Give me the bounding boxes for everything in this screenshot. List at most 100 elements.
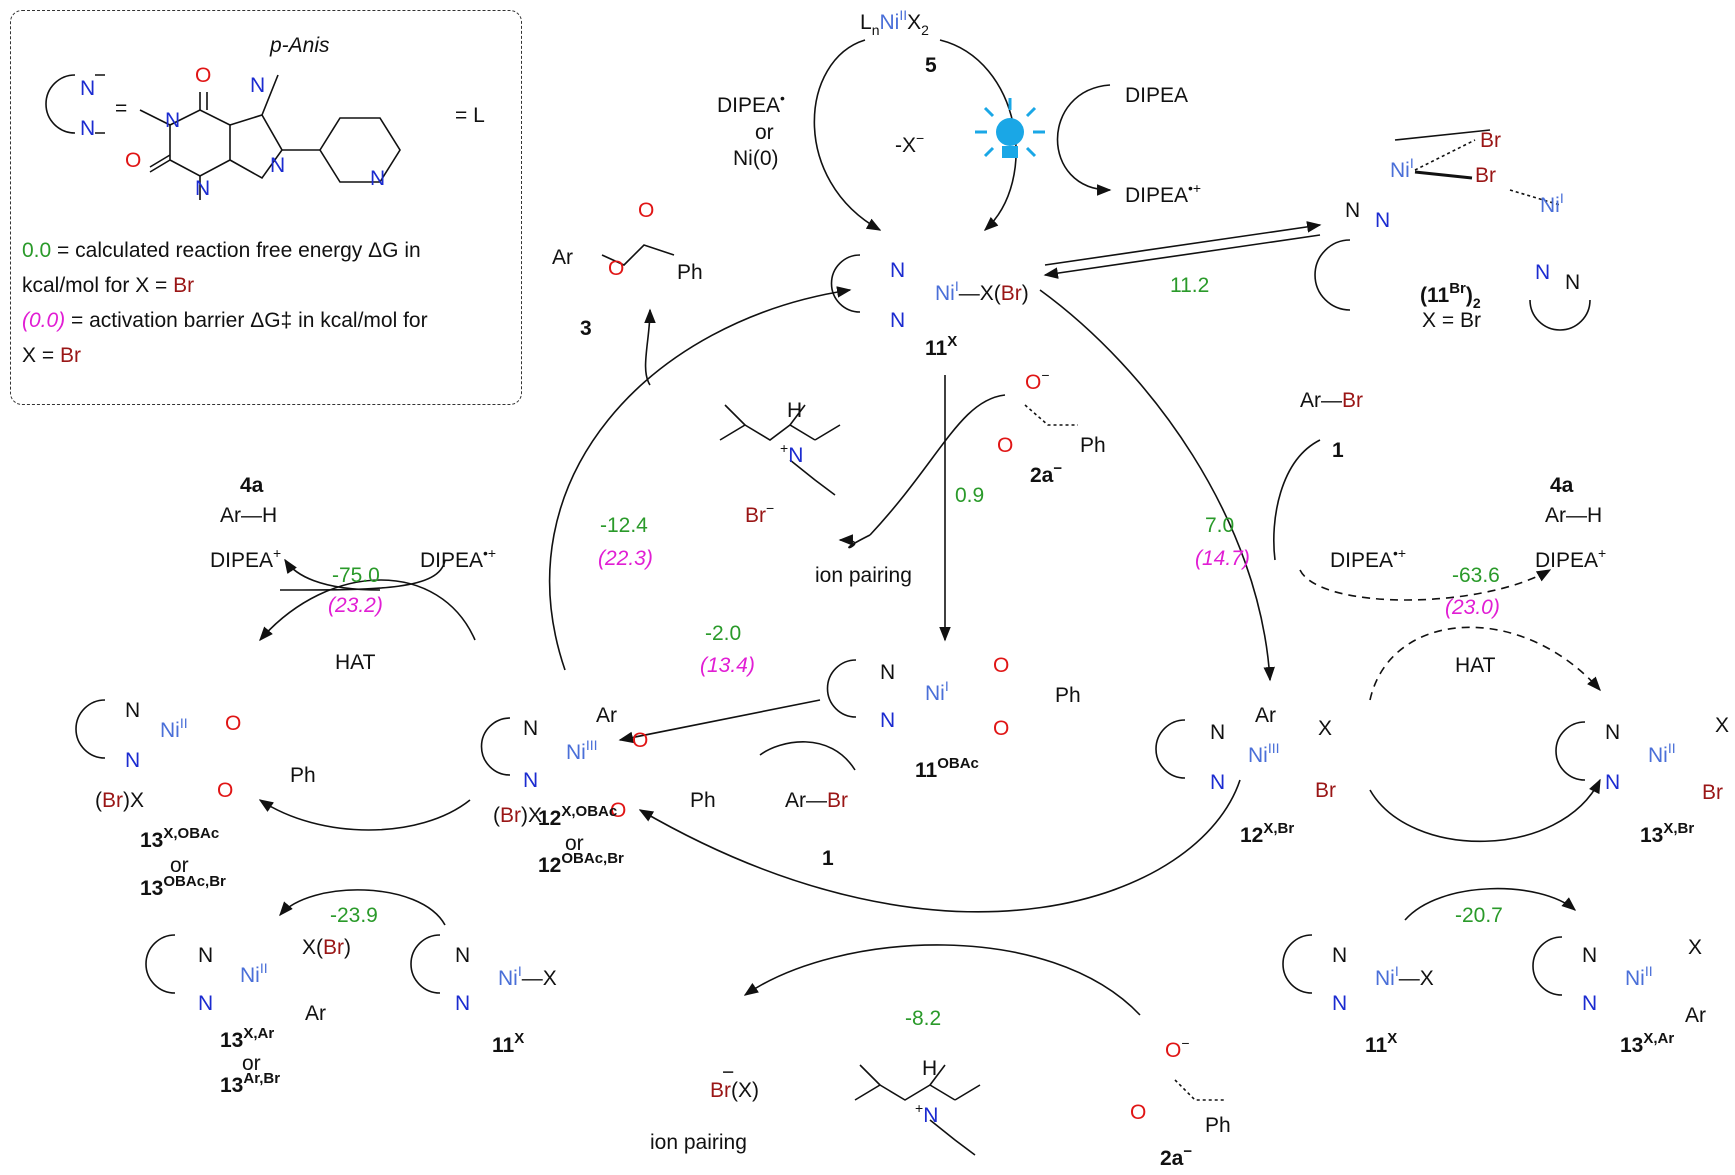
- barrier-hat-left: (23.2): [328, 594, 383, 617]
- minus-x-label: -X−: [895, 130, 925, 157]
- c11-left-nickel: NiI—X: [498, 963, 557, 990]
- c12br-x: X: [1318, 717, 1333, 740]
- ion-pairing-bottom: ion pairing: [650, 1131, 747, 1154]
- carboxylate-o-bottom: O: [997, 434, 1014, 457]
- c13obac-o-top: O: [225, 712, 242, 735]
- c12br-br: Br: [1315, 779, 1336, 802]
- c13ar-left-ar: Ar: [305, 1002, 326, 1025]
- compound-11x-label: 11X: [925, 333, 958, 360]
- dimer-n4: N: [1565, 271, 1581, 294]
- legend-purine-n2: N: [165, 109, 181, 132]
- c11-nickel: NiI—X(Br): [935, 278, 1029, 305]
- c13obac-n-bottom: N: [125, 749, 141, 772]
- legend-panis: p-Anis: [270, 34, 330, 57]
- legend-oxygen-top: O: [195, 64, 212, 87]
- c11-n-bottom: N: [890, 309, 906, 332]
- ligand-arc-legend: [45, 74, 76, 134]
- dimer-ni-left: NiI: [1390, 155, 1414, 182]
- pyridine-ring: [319, 117, 401, 183]
- compound-12-obac-label-a: 12X,OBAc: [538, 803, 618, 830]
- compound-3-label: 3: [580, 317, 592, 340]
- energy-comprop-left: -23.9: [330, 904, 378, 927]
- c12obac-ar: Ar: [596, 704, 617, 727]
- compound-1-right-label: 1: [1332, 439, 1344, 462]
- dimer-br-middle: Br: [1475, 164, 1496, 187]
- c12obac-o-top: O: [632, 729, 649, 752]
- carboxylate-ph-top: Ph: [1080, 434, 1106, 457]
- bromide-bottom-charge: −: [722, 1061, 735, 1084]
- c13br-n-top: N: [1605, 721, 1621, 744]
- c13obac-nickel: NiII: [160, 715, 188, 742]
- compound-2a-top-label: 2a−: [1030, 460, 1063, 487]
- c13br-x: X: [1715, 714, 1730, 737]
- carboxylate-o-top-bottom: O−: [1165, 1035, 1190, 1062]
- c13ar-right-n-bottom: N: [1582, 992, 1598, 1015]
- dimer-n1: N: [1345, 199, 1361, 222]
- c11obac-o-bottom: O: [993, 717, 1010, 740]
- c12br-n-top: N: [1210, 721, 1226, 744]
- c12obac-brx: (Br)X: [493, 804, 542, 827]
- bromide-top: Br−: [745, 500, 775, 527]
- dimer-ligand-arc-b: [1529, 299, 1591, 331]
- ammonium-h-bottom: H: [922, 1057, 938, 1080]
- or-13-bottom: or: [242, 1052, 261, 1075]
- c13br-n-bottom: N: [1605, 771, 1621, 794]
- dimer-br-top: Br: [1480, 129, 1501, 152]
- dipea-radical-cation-right: DIPEA•+: [1330, 545, 1407, 572]
- c12obac-n-top: N: [523, 717, 539, 740]
- light-bulb-icon: [975, 98, 1045, 158]
- precatalyst-formula: LnNiIIX2: [860, 7, 929, 38]
- c12obac-nickel: NiIII: [566, 737, 598, 764]
- energy-ox-add-left: -2.0: [705, 622, 742, 645]
- energy-comprop-right: -20.7: [1455, 904, 1503, 927]
- carboxylate-o-top: O−: [1025, 367, 1050, 394]
- energy-ox-add-right: 7.0: [1205, 514, 1235, 537]
- barrier-hat-right: (23.0): [1445, 596, 1500, 619]
- c13br-br: Br: [1702, 781, 1723, 804]
- energy-ion-pair-top: 0.9: [955, 484, 985, 507]
- ammonium-n-top: +N: [780, 440, 804, 467]
- compound-12-obac-label-b: 12OBAc,Br: [538, 850, 624, 877]
- c11obac-n-top: N: [880, 661, 896, 684]
- dimer-ligand-arc-a: [1314, 239, 1351, 311]
- legend-energy-line1: 0.0 = calculated reaction free energy ΔG…: [22, 239, 421, 262]
- compound-13-xbr-label: 13X,Br: [1640, 820, 1695, 847]
- c13ar-left-nickel: NiII: [240, 960, 268, 987]
- arbr-right: Ar—Br: [1300, 389, 1363, 412]
- ester-o-double: O: [638, 199, 655, 222]
- c13ar-right-nickel: NiII: [1625, 963, 1653, 990]
- c12obac-ph: Ph: [690, 789, 716, 812]
- energy-hat-left: -75.0: [332, 564, 380, 587]
- c13obac-brx: (Br)X: [95, 789, 144, 812]
- dipea-cation-left: DIPEA+: [210, 545, 282, 572]
- legend-oxygen-left: O: [125, 149, 142, 172]
- carboxylate-o-bottom-bottom: O: [1130, 1101, 1147, 1124]
- compound-11-obac-label: 11OBAc: [915, 755, 979, 782]
- dimer-n3: N: [1535, 261, 1551, 284]
- ester-ph: Ph: [677, 261, 703, 284]
- c13obac-n-top: N: [125, 699, 141, 722]
- compound-13-xar-label-right: 13X,Ar: [1620, 1030, 1675, 1057]
- legend-ligand-n-top: N: [80, 77, 96, 100]
- dipea-radical-cation-top: DIPEA•+: [1125, 180, 1202, 207]
- dimer-n2: N: [1375, 209, 1391, 232]
- dipea-radical-cation-left: DIPEA•+: [420, 545, 497, 572]
- compound-13-obac-label-a: 13X,OBAc: [140, 825, 220, 852]
- dipea-radical-left: DIPEA•: [717, 90, 785, 117]
- c11obac-nickel: NiI: [925, 678, 949, 705]
- cycle-bottom-arc: [638, 779, 1241, 913]
- legend-equals-l: = L: [455, 104, 485, 127]
- compound-2a-bottom-label: 2a−: [1160, 1143, 1193, 1170]
- c11-right-nickel: NiI—X: [1375, 963, 1434, 990]
- c13ar-left-xbr: X(Br): [302, 936, 351, 959]
- legend-purine-n4: N: [270, 154, 286, 177]
- c11obac-o-top: O: [993, 654, 1010, 677]
- c13ar-left-n-bottom: N: [198, 992, 214, 1015]
- or-12: or: [565, 832, 584, 855]
- c12obac-n-bottom: N: [523, 769, 539, 792]
- barrier-ox-add-left: (13.4): [700, 654, 755, 677]
- arbr-center: Ar—Br: [785, 789, 848, 812]
- hat-left-label: HAT: [335, 651, 376, 674]
- ammonium-h-top: H: [787, 399, 803, 422]
